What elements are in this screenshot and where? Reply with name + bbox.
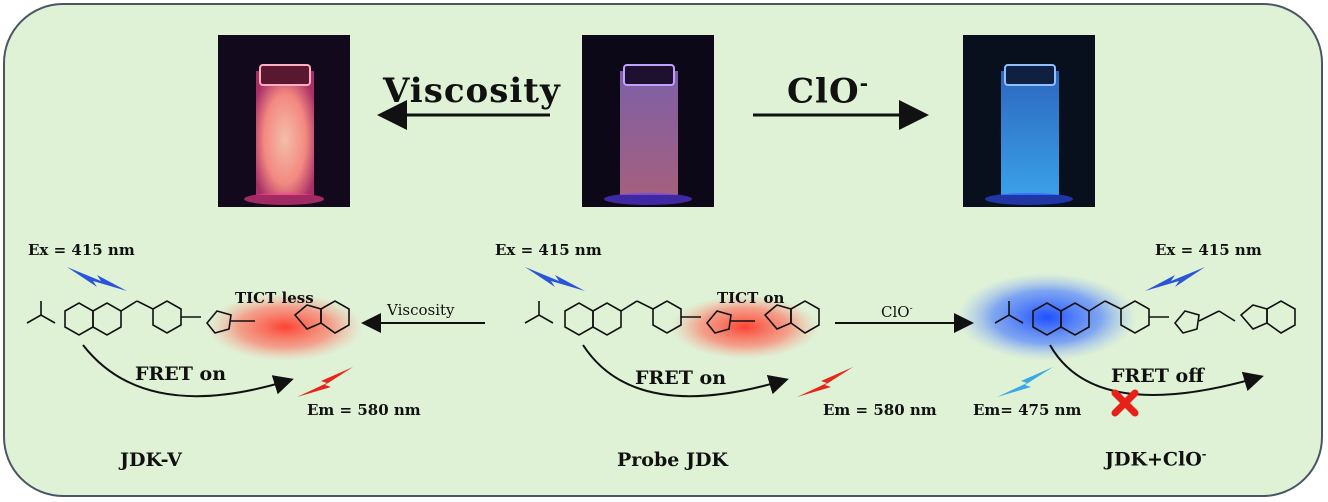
- diagram-frame: Viscosity ClO- Ex = 415 nm TICT less Vis…: [3, 3, 1323, 497]
- lightning-red-center-icon: [797, 367, 853, 397]
- red-glow-center: [671, 295, 819, 359]
- lightning-cyan-right-icon: [997, 367, 1053, 397]
- left-fret-label: FRET on: [135, 363, 227, 385]
- red-glow-left: [207, 293, 363, 361]
- center-fret-label: FRET on: [635, 367, 727, 389]
- fret-arrow-right: [1049, 344, 1264, 396]
- right-compound-name: JDK+ClO-: [1105, 447, 1207, 471]
- molecule-left: [26, 300, 350, 336]
- center-emission-label: Em = 580 nm: [823, 401, 937, 419]
- clo-arrow-label: ClO-: [881, 303, 913, 321]
- cuvette-photo-purple: [582, 35, 714, 207]
- clo-title: ClO-: [787, 71, 870, 112]
- lightning-blue-right-icon: [1145, 267, 1205, 291]
- diagram-drawing: [26, 100, 1296, 417]
- fret-arrow-center: [582, 344, 789, 398]
- lightning-red-left-icon: [297, 367, 353, 397]
- left-compound-name: JDK-V: [120, 449, 182, 471]
- fret-blocked-cross: [1111, 389, 1139, 417]
- blue-glow-right: [957, 273, 1137, 361]
- molecule-right: [994, 300, 1296, 336]
- center-excitation-label: Ex = 415 nm: [495, 241, 602, 259]
- left-excitation-label: Ex = 415 nm: [28, 241, 135, 259]
- right-fret-label: FRET off: [1111, 365, 1204, 387]
- left-tict-label: TICT less: [235, 289, 314, 307]
- center-tict-label: TICT on: [717, 289, 785, 307]
- center-compound-name: Probe JDK: [617, 449, 728, 471]
- fret-arrow-left: [82, 344, 294, 398]
- right-emission-label: Em= 475 nm: [973, 401, 1082, 419]
- viscosity-title: Viscosity: [383, 71, 561, 111]
- lightning-blue-left-icon: [67, 267, 127, 291]
- left-emission-label: Em = 580 nm: [307, 401, 421, 419]
- lightning-blue-center-icon: [525, 267, 585, 291]
- cuvette-photo-pink: [218, 35, 350, 207]
- right-excitation-label: Ex = 415 nm: [1155, 241, 1262, 259]
- cuvette-photo-blue: [963, 35, 1095, 207]
- left-viscosity-arrow-label: Viscosity: [387, 301, 455, 319]
- molecule-center: [524, 300, 820, 336]
